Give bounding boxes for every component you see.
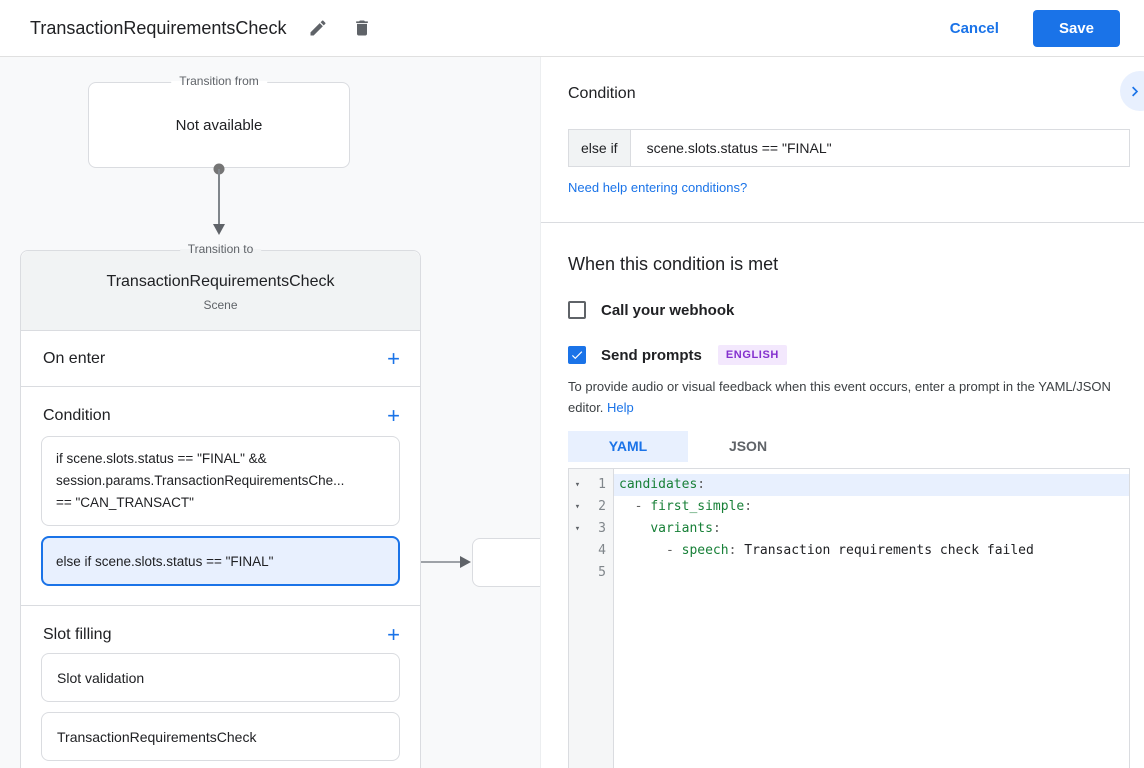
save-button[interactable]: Save [1032, 9, 1120, 47]
condition-line: if scene.slots.status == "FINAL" && [56, 451, 267, 466]
gutter-line: ▾2 [569, 496, 613, 518]
condition-section-label: Condition [43, 407, 111, 424]
code-token: : [697, 476, 706, 492]
main-content: Transition from Not available Transition… [0, 57, 1144, 768]
conditions-help-link[interactable]: Need help entering conditions? [568, 180, 748, 195]
condition-elseif-text: else if scene.slots.status == "FINAL" [56, 553, 274, 569]
slot-item-transaction-check[interactable]: TransactionRequirementsCheck [41, 712, 400, 761]
send-prompts-label[interactable]: Send prompts [601, 346, 702, 364]
page-title: TransactionRequirementsCheck [30, 17, 287, 38]
code-token: : [728, 542, 745, 558]
webhook-checkbox[interactable] [568, 301, 586, 319]
gutter-line: 4 [569, 540, 613, 562]
transition-target-box[interactable] [472, 538, 540, 587]
code-token: candidates [619, 476, 698, 492]
condition-item-if[interactable]: if scene.slots.status == "FINAL" && sess… [41, 436, 400, 526]
prompt-description-text: To provide audio or visual feedback when… [568, 379, 1111, 415]
condition-section: Condition + if scene.slots.status == "FI… [21, 387, 420, 606]
condition-prefix-label: else if [569, 130, 631, 166]
add-condition-icon[interactable]: + [387, 403, 400, 428]
scene-card: Transition to TransactionRequirementsChe… [20, 242, 421, 768]
code-line[interactable] [614, 562, 1129, 584]
code-token: speech [681, 542, 729, 558]
transition-from-label: Transition from [171, 74, 267, 88]
panel-inner: Condition else if Need help entering con… [541, 85, 1144, 768]
condition-line: session.params.TransactionRequirementsCh… [56, 473, 345, 488]
add-on-enter-icon[interactable]: + [387, 345, 400, 371]
language-badge: ENGLISH [717, 345, 787, 365]
slot-item-label: TransactionRequirementsCheck [57, 728, 257, 745]
code-lines[interactable]: candidates: - first_simple: variants: - … [614, 469, 1129, 768]
code-token: first_simple [650, 498, 745, 514]
line-number: 3 [598, 521, 606, 537]
scene-flow-canvas: Transition from Not available Transition… [0, 57, 540, 768]
code-token: : [712, 520, 721, 536]
fold-arrow-icon[interactable]: ▾ [574, 523, 581, 534]
code-token: - [619, 498, 651, 514]
code-line[interactable]: - speech: Transaction requirements check… [614, 540, 1129, 562]
transition-from-box[interactable]: Transition from Not available [88, 74, 350, 168]
editor-tabs: YAML JSON [568, 430, 1130, 462]
code-token: - [619, 542, 682, 558]
code-line[interactable]: - first_simple: [614, 496, 1129, 518]
condition-expression-row: else if [568, 129, 1130, 167]
slot-item-validation[interactable]: Slot validation [41, 653, 400, 702]
transition-from-value: Not available [175, 116, 263, 134]
scene-card-subtitle: Scene [203, 298, 238, 312]
when-met-heading: When this condition is met [568, 254, 779, 274]
prompt-description: To provide audio or visual feedback when… [568, 377, 1130, 419]
top-bar: TransactionRequirementsCheck Cancel Save [0, 0, 1144, 57]
tab-yaml[interactable]: YAML [568, 430, 688, 462]
gutter-line: 5 [569, 562, 613, 584]
code-line[interactable]: variants: [614, 518, 1129, 540]
chevron-right-icon [1131, 86, 1138, 96]
line-number: 4 [598, 543, 606, 559]
line-number: 5 [598, 565, 606, 581]
code-token [619, 521, 650, 536]
gutter-line: ▾1 [569, 474, 613, 496]
transition-to-label: Transition to [179, 242, 262, 256]
prompt-help-link[interactable]: Help [607, 399, 634, 415]
add-slot-icon[interactable]: + [387, 622, 400, 647]
condition-detail-panel: Condition else if Need help entering con… [540, 57, 1144, 768]
prompts-check-row: Send prompts ENGLISH [568, 345, 1130, 365]
section-divider [21, 605, 420, 606]
panel-divider [541, 222, 1144, 223]
fold-arrow-icon[interactable]: ▾ [574, 479, 581, 490]
code-token: : [744, 498, 753, 514]
line-number: 1 [598, 477, 606, 493]
webhook-label[interactable]: Call your webhook [601, 301, 735, 319]
condition-line: == "CAN_TRANSACT" [56, 495, 194, 510]
slot-filling-section: Slot filling + Slot validation Transacti… [21, 606, 420, 761]
panel-condition-heading: Condition [568, 85, 636, 102]
scene-card-title: TransactionRequirementsCheck [106, 273, 335, 290]
scene-card-header[interactable]: TransactionRequirementsCheck Scene [21, 251, 420, 331]
delete-icon[interactable] [350, 16, 374, 40]
slot-item-label: Slot validation [57, 669, 145, 686]
line-number: 2 [598, 499, 606, 515]
cancel-button[interactable]: Cancel [949, 19, 999, 37]
code-token: Transaction requirements check failed [744, 542, 1034, 558]
tab-json[interactable]: JSON [728, 438, 768, 455]
slot-filling-label: Slot filling [43, 626, 112, 643]
edit-icon[interactable] [306, 16, 330, 40]
checkmark-icon [571, 351, 583, 360]
code-token: variants [650, 520, 713, 536]
gutter-line: ▾3 [569, 518, 613, 540]
slot-filling-section-head: Slot filling + [21, 618, 420, 652]
webhook-check-row: Call your webhook [568, 301, 1130, 319]
fold-arrow-icon[interactable]: ▾ [574, 501, 581, 512]
condition-section-head: Condition + [21, 399, 420, 433]
on-enter-row[interactable]: On enter + [21, 331, 420, 387]
send-prompts-checkbox[interactable] [568, 346, 586, 364]
condition-item-elseif-selected[interactable]: else if scene.slots.status == "FINAL" [41, 536, 400, 586]
code-line[interactable]: candidates: [614, 473, 1129, 496]
on-enter-label: On enter [43, 349, 106, 367]
condition-expression-input[interactable] [630, 130, 1129, 166]
